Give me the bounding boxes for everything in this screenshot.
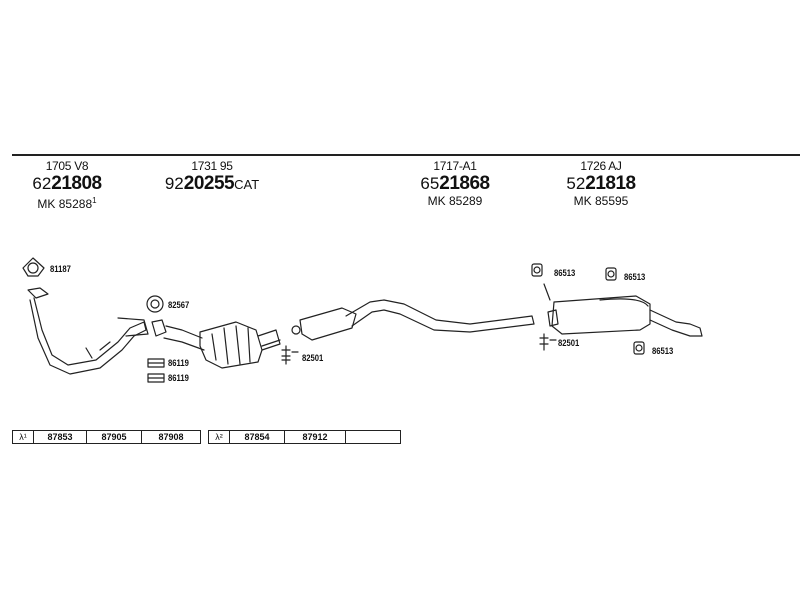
header-block-1: 1705 V8 6221808 MK 852881	[22, 159, 112, 211]
header-code: 1731 95	[191, 159, 233, 173]
mk-number: MK 85289	[427, 194, 483, 208]
table-cell	[346, 430, 401, 444]
middle-silencer-icon	[291, 299, 535, 341]
header-code: 1705 V8	[45, 159, 89, 173]
table-cell: 87905	[87, 430, 142, 444]
header-mk: MK 85595	[556, 194, 646, 208]
part-prefix: 62	[32, 174, 52, 193]
hanger-icon	[605, 267, 617, 281]
lambda-symbol: λ¹	[12, 430, 34, 444]
part-label: 82567	[168, 300, 190, 310]
part-prefix: 92	[164, 174, 184, 193]
part-label: 82501	[558, 338, 580, 348]
part-prefix: 52	[566, 174, 586, 193]
header-mk: MK 85289	[410, 194, 500, 208]
mk-number: MK 85595	[573, 194, 629, 208]
mk-superscript: 1	[92, 196, 97, 205]
part-main: 20255	[183, 173, 235, 194]
header-code: 1726 AJ	[580, 159, 622, 173]
rear-silencer-icon	[543, 283, 703, 337]
part-label: 86513	[554, 268, 576, 278]
bolt-icon	[281, 345, 299, 365]
part-label: 82501	[302, 353, 324, 363]
header-part-number: 6521868	[410, 173, 500, 194]
catalytic-converter-icon	[151, 319, 281, 369]
table-cell: 87853	[34, 430, 87, 444]
hanger-icon	[531, 263, 543, 277]
part-main: 21818	[585, 173, 636, 194]
hanger-icon	[633, 341, 645, 355]
header-block-3: 1717-A1 6521868 MK 85289	[410, 159, 500, 208]
header-block-4: 1726 AJ 5221818 MK 85595	[556, 159, 646, 208]
mk-number: MK 85288	[37, 197, 93, 211]
table-cell: 87854	[230, 430, 285, 444]
table-cell: 87912	[285, 430, 346, 444]
part-main: 21868	[439, 173, 490, 194]
clamp-icon	[147, 358, 165, 383]
part-suffix: CAT	[234, 177, 260, 192]
part-label: 81187	[50, 264, 71, 274]
lambda-table-2: λ² 87854 87912	[208, 430, 401, 444]
part-label: 86513	[624, 272, 646, 282]
part-prefix: 65	[420, 174, 440, 193]
front-pipe-icon	[27, 287, 149, 375]
header-part-number: 5221818	[556, 173, 646, 194]
part-main: 21808	[51, 173, 102, 194]
gasket-icon	[22, 257, 45, 277]
header-code: 1717-A1	[433, 159, 477, 173]
lambda-symbol: λ²	[208, 430, 230, 444]
table-cell: 87908	[142, 430, 201, 444]
top-rule	[12, 154, 800, 156]
part-label: 86119	[168, 373, 189, 383]
header-part-number: 6221808	[22, 173, 112, 194]
header-block-2: 1731 95 9220255CAT	[152, 159, 272, 195]
part-label: 86119	[168, 358, 189, 368]
bolt-icon	[539, 333, 557, 351]
header-mk: MK 852881	[22, 194, 112, 211]
part-label: 86513	[652, 346, 674, 356]
lambda-table-1: λ¹ 87853 87905 87908	[12, 430, 201, 444]
ring-icon	[146, 295, 164, 313]
header-part-number: 9220255CAT	[152, 173, 272, 195]
